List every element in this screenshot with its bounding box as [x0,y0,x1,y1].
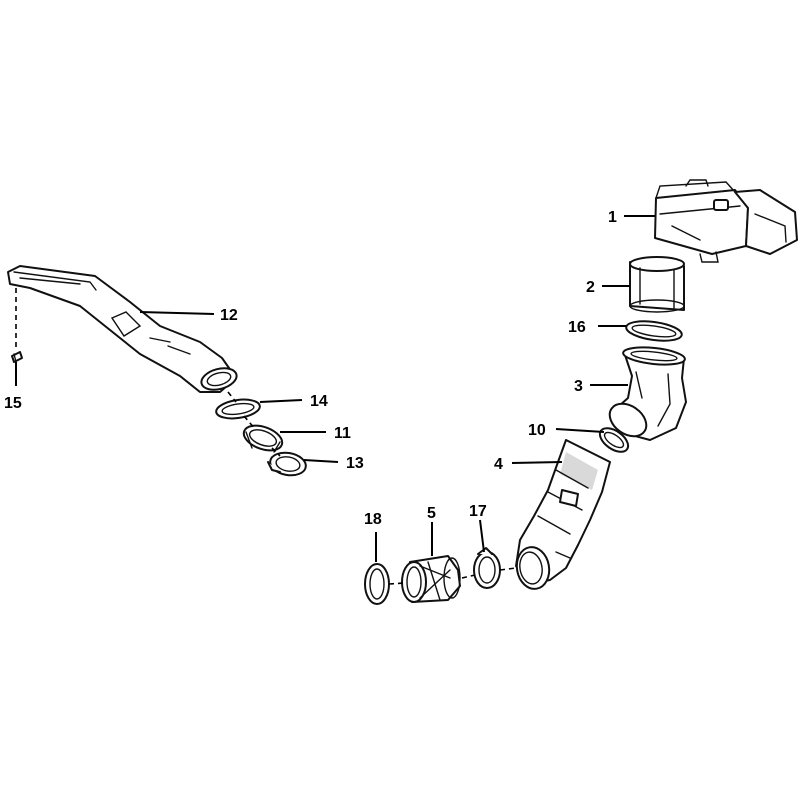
part-15-fastener [11,351,23,363]
callout-4: 4 [494,456,503,473]
callout-18: 18 [364,511,382,528]
callout-12: 12 [220,307,238,324]
callout-2: 2 [586,279,595,296]
callout-3: 3 [574,378,583,395]
callout-16: 16 [568,319,586,336]
callout-10: 10 [528,422,546,439]
part-12-snorkel-duct [7,265,238,393]
part-5-coupler [401,555,461,603]
callout-14: 14 [310,393,328,410]
callout-5: 5 [427,505,436,522]
part-2-oval-connector [629,256,685,313]
part-16-oval-gasket [625,320,683,342]
part-13-hose-clamp [267,451,307,477]
part-17-clamp [473,547,501,589]
part-14-seal [215,398,261,420]
callout-17: 17 [469,503,487,520]
assembly-lines [15,288,517,585]
part-4-curved-duct [515,439,611,590]
part-3-elbow-duct [608,346,687,441]
callout-1: 1 [608,209,617,226]
callout-11: 11 [334,425,351,442]
callout-15: 15 [4,395,22,412]
part-1-air-cleaner-housing [654,179,798,263]
leader-lines [15,215,655,562]
part-18-oval-seal [364,563,390,605]
part-11-adapter [242,424,284,453]
callout-13: 13 [346,455,364,472]
callout-labels: 1 2 16 3 10 4 5 17 18 12 14 11 13 15 [4,209,617,528]
